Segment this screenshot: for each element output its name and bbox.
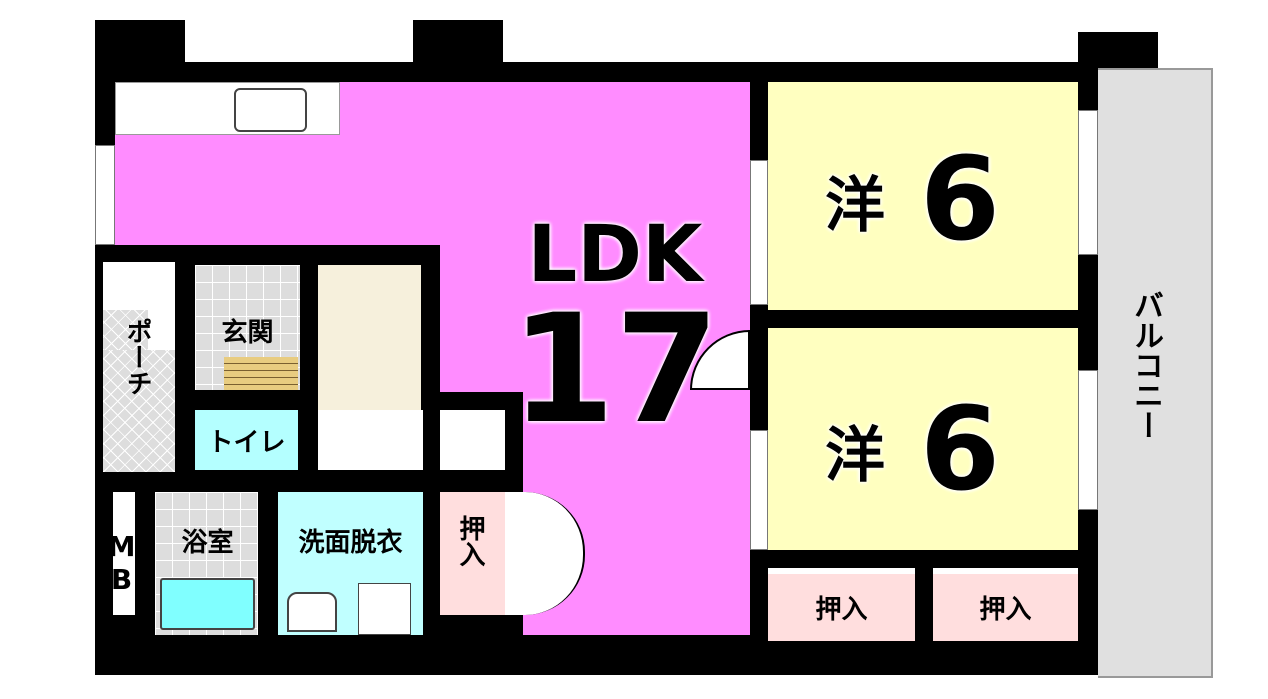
ldk-label: LDK <box>527 210 703 300</box>
balcony <box>1098 68 1213 678</box>
bedroom-2-size: 6 <box>919 383 1001 517</box>
ldk-room <box>440 82 750 392</box>
window <box>1078 370 1098 510</box>
bedroom-1 <box>768 82 1078 310</box>
storage <box>440 410 505 470</box>
hallway <box>318 265 421 410</box>
door <box>750 430 768 550</box>
toilet <box>195 410 298 470</box>
entrance-label: 玄関 <box>221 317 274 348</box>
bedroom-2 <box>768 328 1078 550</box>
closet-2 <box>933 568 1078 641</box>
bath-label: 浴室 <box>181 527 234 558</box>
closet-1-label: 押入 <box>815 595 868 625</box>
balcony-label: バルコニー <box>1128 290 1163 440</box>
closet-small-label: 押入 <box>455 515 485 567</box>
bedroom-1-label: 洋 <box>825 170 885 241</box>
bedroom-1-size: 6 <box>919 133 1001 267</box>
window <box>95 145 115 245</box>
closet-1 <box>768 568 915 641</box>
bathtub-icon <box>160 578 255 630</box>
closet-small <box>440 492 505 615</box>
shoe-step <box>224 357 298 390</box>
washing-machine-icon <box>358 583 411 635</box>
porch-label: ポーチ <box>122 318 152 396</box>
wall-pillar <box>95 20 185 70</box>
window <box>1078 110 1098 255</box>
meter-box <box>113 492 135 615</box>
sink-icon <box>234 88 307 132</box>
meter-box-label: MB <box>105 530 138 596</box>
hallway <box>318 410 423 470</box>
closet-2-label: 押入 <box>979 595 1032 625</box>
toilet-label: トイレ <box>207 427 286 458</box>
porch-floor <box>103 350 175 472</box>
washbasin-icon <box>287 592 337 632</box>
ldk-size: 17 <box>510 283 720 457</box>
door <box>750 160 768 305</box>
porch-floor <box>103 310 148 350</box>
bedroom-2-label: 洋 <box>825 420 885 491</box>
washroom-label: 洗面脱衣 <box>298 527 403 558</box>
